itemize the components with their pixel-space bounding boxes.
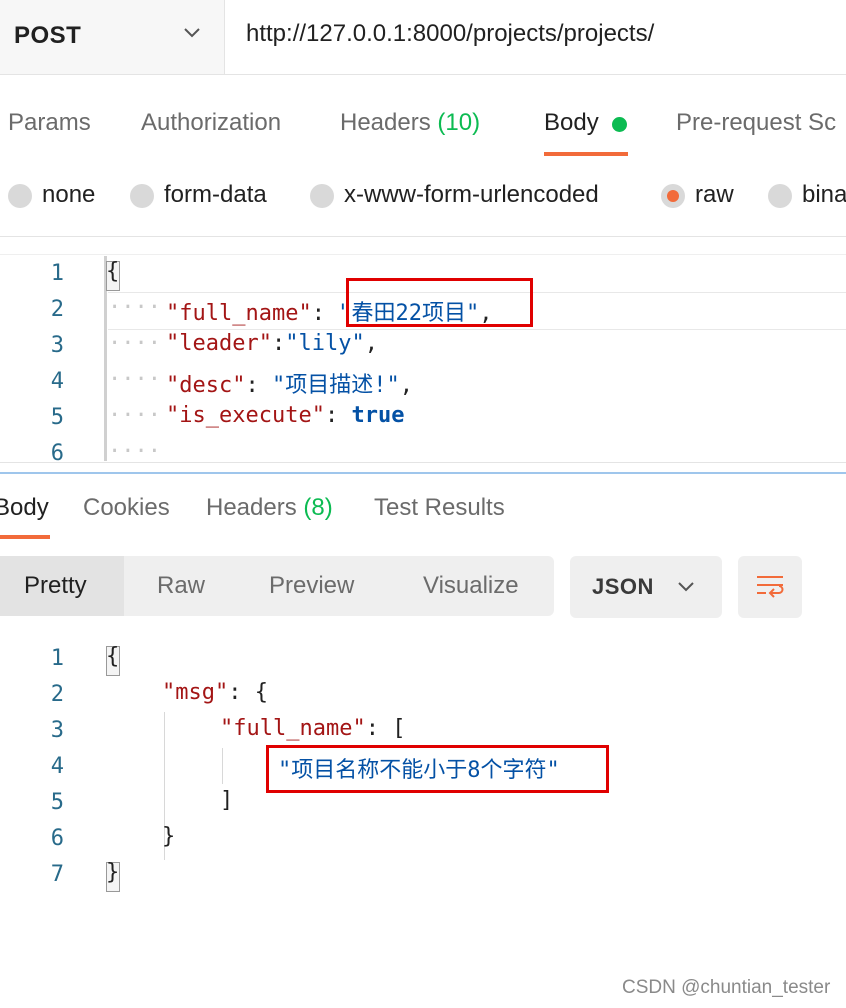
code-brace-close-inner: }	[162, 824, 176, 849]
wrap-lines-icon	[757, 576, 784, 598]
json-string: "lily"	[285, 331, 365, 356]
indent-guide	[164, 712, 165, 860]
code-brace-close: }	[106, 860, 120, 885]
code-line-4: "desc": "项目描述!",	[166, 373, 413, 398]
radio-none[interactable]	[8, 184, 32, 208]
line-number: 4	[50, 369, 64, 394]
line-number: 1	[50, 261, 64, 286]
url-input[interactable]: http://127.0.0.1:8000/projects/projects/	[246, 20, 655, 47]
wrap-lines-button[interactable]	[738, 556, 802, 618]
headers-count-badge: (8)	[303, 494, 333, 521]
active-tab-indicator	[544, 152, 628, 156]
line-number: 3	[50, 718, 64, 743]
view-mode-preview[interactable]: Preview	[269, 572, 355, 599]
radio-raw[interactable]	[661, 184, 685, 208]
tab-prerequest-script[interactable]: Pre-request Sc	[676, 109, 837, 136]
line-number: 2	[50, 297, 64, 322]
matched-brace	[106, 261, 120, 291]
divider	[0, 254, 846, 255]
editor-gutter-line	[104, 256, 107, 461]
radio-form-data[interactable]	[130, 184, 154, 208]
highlight-box-response-error	[266, 745, 609, 793]
indent-dots: ····	[108, 367, 161, 392]
format-label: JSON	[592, 574, 654, 599]
json-key: "desc"	[166, 373, 246, 398]
indent-dots: ····	[108, 331, 161, 356]
method-select[interactable]	[0, 0, 225, 74]
code-line-2: "msg": {	[162, 680, 268, 705]
code-brace-open: {	[106, 259, 120, 284]
method-label: POST	[14, 22, 82, 49]
line-number: 6	[50, 441, 64, 466]
line-number: 4	[50, 754, 64, 779]
line-number: 5	[50, 405, 64, 430]
response-tab-headers[interactable]: Headers (8)	[206, 494, 333, 522]
active-tab-indicator	[0, 535, 50, 539]
response-body-viewer[interactable]: { "msg": { "full_name": [ "项目名称不能小于8个字符"…	[104, 642, 846, 902]
indent-guide	[222, 748, 223, 784]
chevron-down-icon[interactable]	[182, 26, 202, 40]
code-line-2: "full_name": "春田22项目",	[166, 301, 493, 326]
radio-none-label[interactable]: none	[42, 181, 96, 208]
radio-urlencoded[interactable]	[310, 184, 334, 208]
response-tab-headers-label: Headers	[206, 494, 297, 521]
divider	[0, 236, 846, 237]
request-body-editor[interactable]: { ···· "full_name": "春田22项目", ···· "lead…	[104, 257, 846, 464]
json-key: "is_execute"	[166, 403, 325, 428]
json-key: "full_name"	[220, 716, 366, 741]
json-string: "项目描述!"	[271, 373, 400, 398]
json-boolean: true	[351, 403, 405, 428]
error-message-string: "项目名称不能小于8个字符"	[278, 758, 560, 783]
matched-brace	[106, 862, 120, 892]
line-number: 6	[50, 826, 64, 851]
tab-body[interactable]: Body	[544, 109, 599, 136]
view-mode-visualize[interactable]: Visualize	[423, 572, 519, 599]
response-tab-test-results[interactable]: Test Results	[374, 494, 505, 521]
matched-brace	[106, 646, 120, 676]
radio-binary-label[interactable]: bina	[802, 181, 846, 208]
code-line-3: "leader":"lily",	[166, 331, 378, 356]
view-mode-raw[interactable]: Raw	[157, 572, 206, 599]
json-key: "msg"	[162, 680, 229, 705]
indent-dots: ····	[108, 403, 161, 428]
current-line-highlight	[108, 292, 846, 330]
tab-params[interactable]: Params	[8, 109, 91, 136]
tab-headers[interactable]: Headers (10)	[340, 109, 480, 137]
code-line-3: "full_name": [	[220, 716, 406, 741]
tab-authorization[interactable]: Authorization	[141, 109, 282, 136]
code-bracket-close: ]	[220, 788, 234, 813]
body-status-dot	[612, 117, 627, 132]
line-number: 1	[50, 646, 64, 671]
line-number: 5	[50, 790, 64, 815]
highlight-box-request-value	[346, 278, 533, 327]
json-key: "leader"	[166, 331, 272, 356]
code-brace-open: {	[106, 644, 120, 669]
response-tab-body[interactable]: Body	[0, 494, 49, 521]
format-select[interactable]	[570, 556, 722, 618]
headers-count-badge: (10)	[437, 109, 481, 136]
chevron-down-icon[interactable]	[676, 580, 696, 594]
line-number: 3	[50, 333, 64, 358]
indent-dots: ····	[108, 295, 161, 320]
view-mode-pretty-bg	[0, 556, 124, 616]
radio-binary[interactable]	[768, 184, 792, 208]
radio-form-data-label[interactable]: form-data	[164, 181, 267, 208]
radio-raw-label[interactable]: raw	[695, 181, 734, 208]
response-tab-cookies[interactable]: Cookies	[83, 494, 170, 521]
radio-urlencoded-label[interactable]: x-www-form-urlencoded	[344, 181, 599, 208]
watermark: CSDN @chuntian_tester	[622, 977, 831, 998]
tab-headers-label: Headers	[340, 109, 431, 136]
indent-dots: ····	[108, 439, 161, 464]
json-key: "full_name"	[166, 301, 312, 326]
line-number: 7	[50, 862, 64, 887]
divider	[0, 462, 846, 463]
json-string: "春田22项目"	[338, 301, 480, 326]
line-number: 2	[50, 682, 64, 707]
pane-splitter[interactable]	[0, 472, 846, 474]
code-line-5: "is_execute": true	[166, 403, 405, 428]
view-mode-pretty[interactable]: Pretty	[24, 572, 87, 599]
request-bar	[0, 0, 846, 75]
